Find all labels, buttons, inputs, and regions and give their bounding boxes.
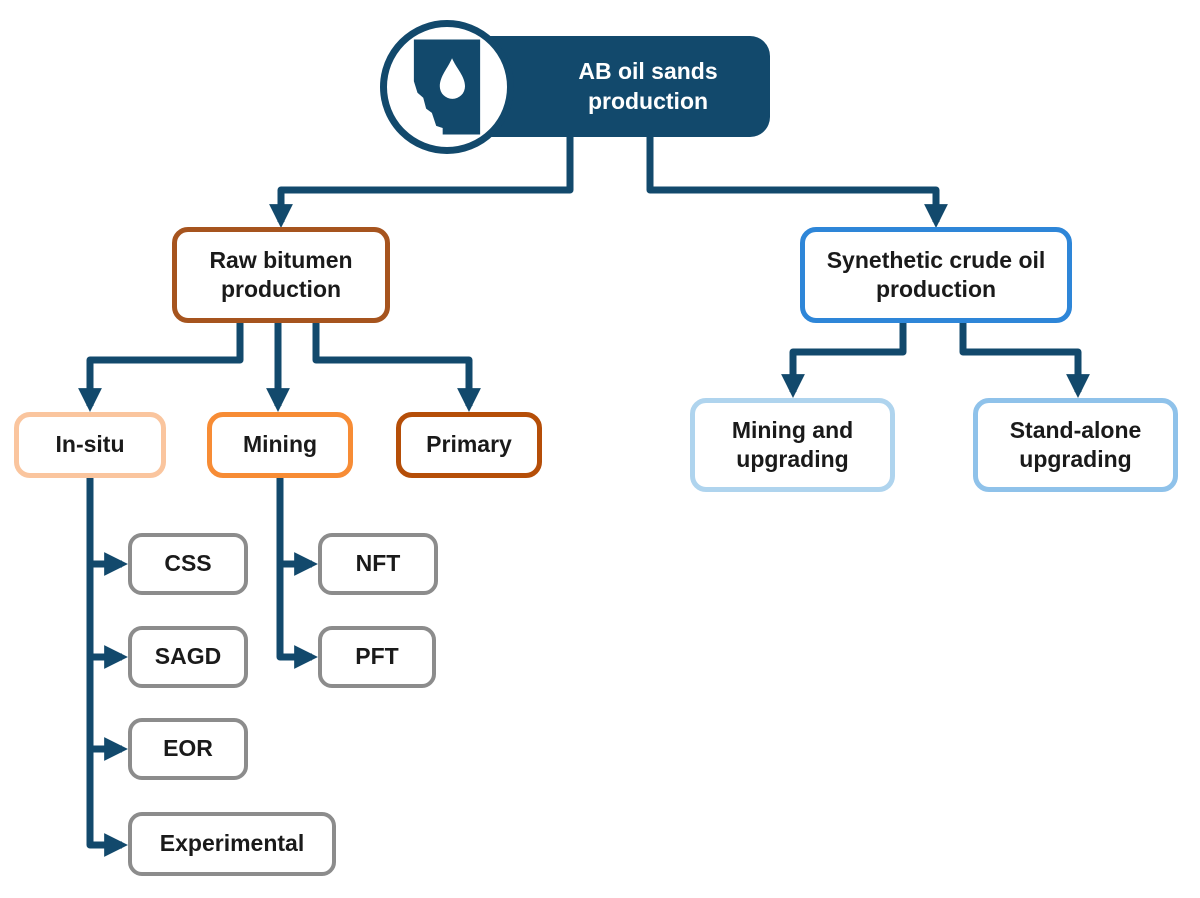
edge-raw-to-insitu	[78, 321, 244, 412]
node-eor-label: EOR	[163, 735, 213, 762]
node-nft-label: NFT	[355, 550, 401, 577]
node-in-situ-label: In-situ	[55, 431, 125, 458]
edge-root-to-synthetic	[646, 137, 948, 228]
node-css-label: CSS	[164, 550, 212, 577]
node-raw-bitumen-label: Raw bitumen production	[209, 246, 353, 302]
node-experimental: Experimental	[128, 812, 336, 876]
edge-mining-to-pft	[276, 476, 318, 669]
node-sagd: SAGD	[128, 626, 248, 688]
node-mining-and-upgrading-label: Mining and upgrading	[731, 416, 854, 472]
node-mining-label: Mining	[242, 431, 318, 458]
node-nft: NFT	[318, 533, 438, 595]
node-pft-label: PFT	[355, 643, 399, 670]
node-sagd-label: SAGD	[154, 643, 222, 670]
edge-insitu-to-experimental	[86, 476, 128, 857]
node-mining: Mining	[207, 412, 353, 478]
node-stand-alone-upgrading-label: Stand-alone upgrading	[1009, 416, 1142, 472]
node-eor: EOR	[128, 718, 248, 780]
node-in-situ: In-situ	[14, 412, 166, 478]
node-synthetic-crude-production: Synethetic crude oil production	[800, 227, 1072, 323]
node-css: CSS	[128, 533, 248, 595]
node-synthetic-crude-label: Synethetic crude oil production	[826, 246, 1046, 302]
node-primary: Primary	[396, 412, 542, 478]
edge-root-to-raw-bitumen	[269, 137, 574, 228]
edge-synthetic-to-mining-upgrading	[781, 321, 907, 398]
node-root-label: AB oil sands production	[578, 57, 718, 114]
alberta-badge	[380, 20, 514, 154]
node-stand-alone-upgrading: Stand-alone upgrading	[973, 398, 1178, 492]
node-experimental-label: Experimental	[159, 830, 305, 857]
edge-raw-to-primary	[312, 321, 481, 412]
node-pft: PFT	[318, 626, 436, 688]
node-mining-and-upgrading: Mining and upgrading	[690, 398, 895, 492]
node-primary-label: Primary	[426, 431, 512, 458]
edge-synthetic-to-standalone-upgrading	[959, 321, 1090, 398]
node-raw-bitumen-production: Raw bitumen production	[172, 227, 390, 323]
alberta-oil-drop-icon	[413, 39, 481, 135]
